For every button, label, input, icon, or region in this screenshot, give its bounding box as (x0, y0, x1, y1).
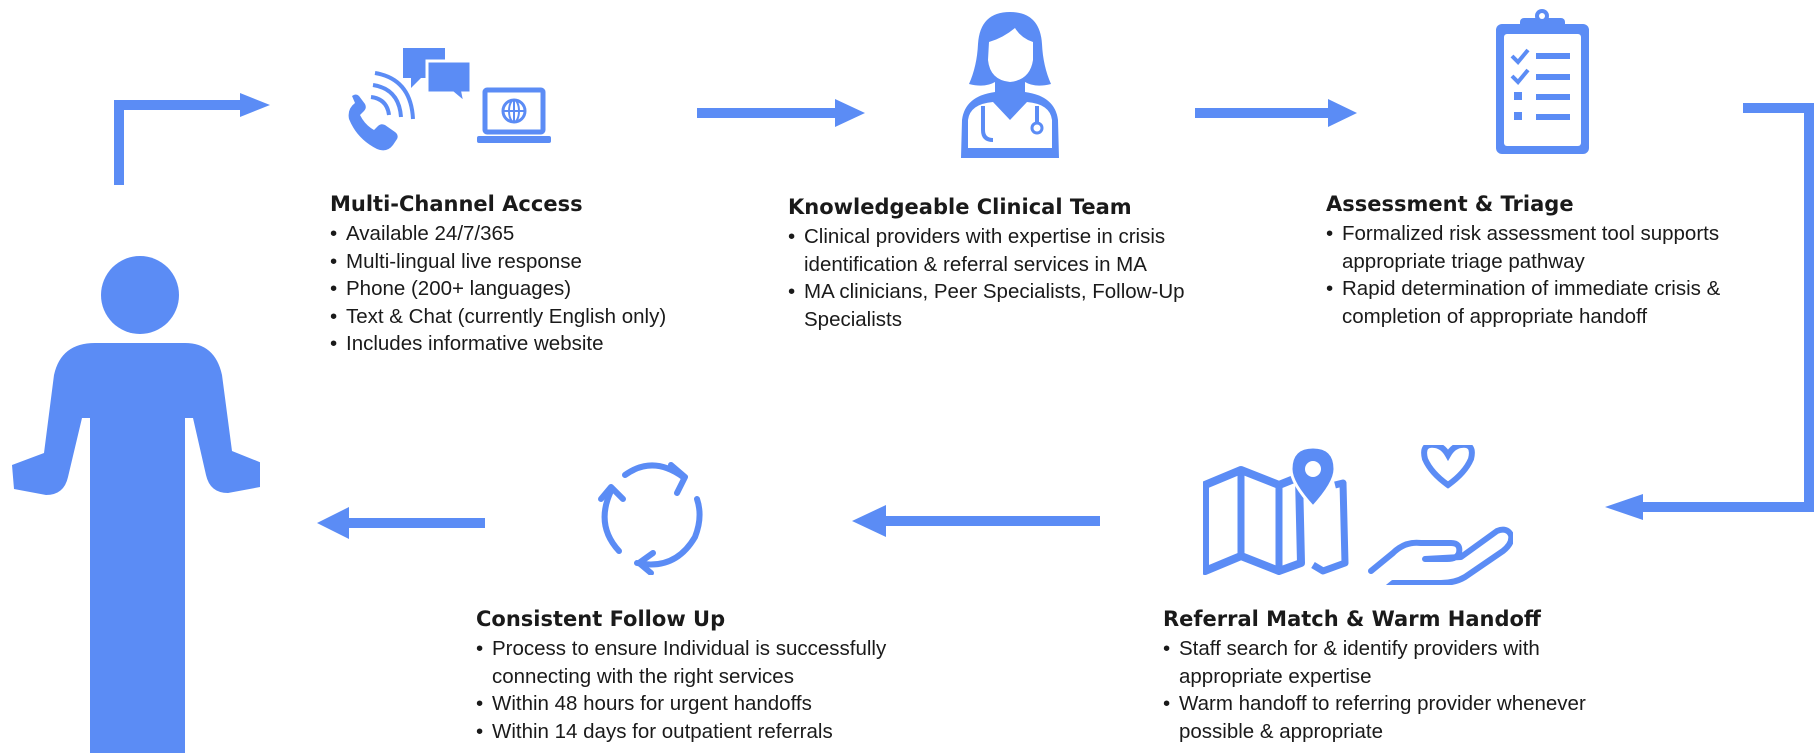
step-referral-match-warm-handoff: Referral Match & Warm Handoff Staff sear… (1163, 607, 1643, 745)
list-item: Formalized risk assessment tool supports… (1326, 220, 1796, 275)
list-item: Within 48 hours for urgent handoffs (476, 690, 946, 718)
list-item: Warm handoff to referring provider whene… (1163, 690, 1643, 745)
list-item: Within 14 days for outpatient referrals (476, 718, 946, 746)
step-knowledgeable-clinical-team: Knowledgeable Clinical Team Clinical pro… (788, 195, 1258, 333)
list-item: Rapid determination of immediate crisis … (1326, 275, 1796, 330)
list-item: Process to ensure Individual is successf… (476, 635, 946, 690)
step-consistent-follow-up: Consistent Follow Up Process to ensure I… (476, 607, 946, 745)
list-item: MA clinicians, Peer Specialists, Follow-… (788, 278, 1258, 333)
arrow-left-2 (317, 507, 485, 539)
map-pin-heart-hand-icon (1203, 445, 1513, 585)
step-title: Referral Match & Warm Handoff (1163, 607, 1541, 631)
bullet-list: Formalized risk assessment tool supports… (1326, 220, 1796, 330)
arrow-right-down-left (1605, 103, 1814, 520)
list-item: Text & Chat (currently English only) (330, 303, 730, 331)
step-title: Assessment & Triage (1326, 192, 1574, 216)
cycle-arrows-icon (598, 462, 703, 575)
bullet-list: Staff search for & identify providers wi… (1163, 635, 1643, 745)
step-title: Multi-Channel Access (330, 192, 583, 216)
bullet-list: Clinical providers with expertise in cri… (788, 223, 1258, 333)
arrow-up-right (114, 93, 270, 185)
clipboard-checklist-icon (1496, 9, 1589, 154)
list-item: Multi-lingual live response (330, 248, 730, 276)
step-title: Consistent Follow Up (476, 607, 726, 631)
bullet-list: Available 24/7/365 Multi-lingual live re… (330, 220, 730, 358)
phone-chat-laptop-icon (348, 48, 551, 151)
list-item: Available 24/7/365 (330, 220, 730, 248)
step-multi-channel-access: Multi-Channel Access Available 24/7/365 … (330, 192, 730, 358)
step-assessment-triage: Assessment & Triage Formalized risk asse… (1326, 192, 1796, 330)
arrow-left-1 (852, 505, 1100, 537)
person-icon (12, 256, 260, 753)
arrow-right-2 (1195, 99, 1357, 127)
clinician-stethoscope-icon (961, 12, 1059, 158)
list-item: Includes informative website (330, 330, 730, 358)
step-title: Knowledgeable Clinical Team (788, 195, 1132, 219)
list-item: Phone (200+ languages) (330, 275, 730, 303)
list-item: Staff search for & identify providers wi… (1163, 635, 1643, 690)
list-item: Clinical providers with expertise in cri… (788, 223, 1258, 278)
arrow-right-1 (697, 99, 865, 127)
bullet-list: Process to ensure Individual is successf… (476, 635, 946, 745)
